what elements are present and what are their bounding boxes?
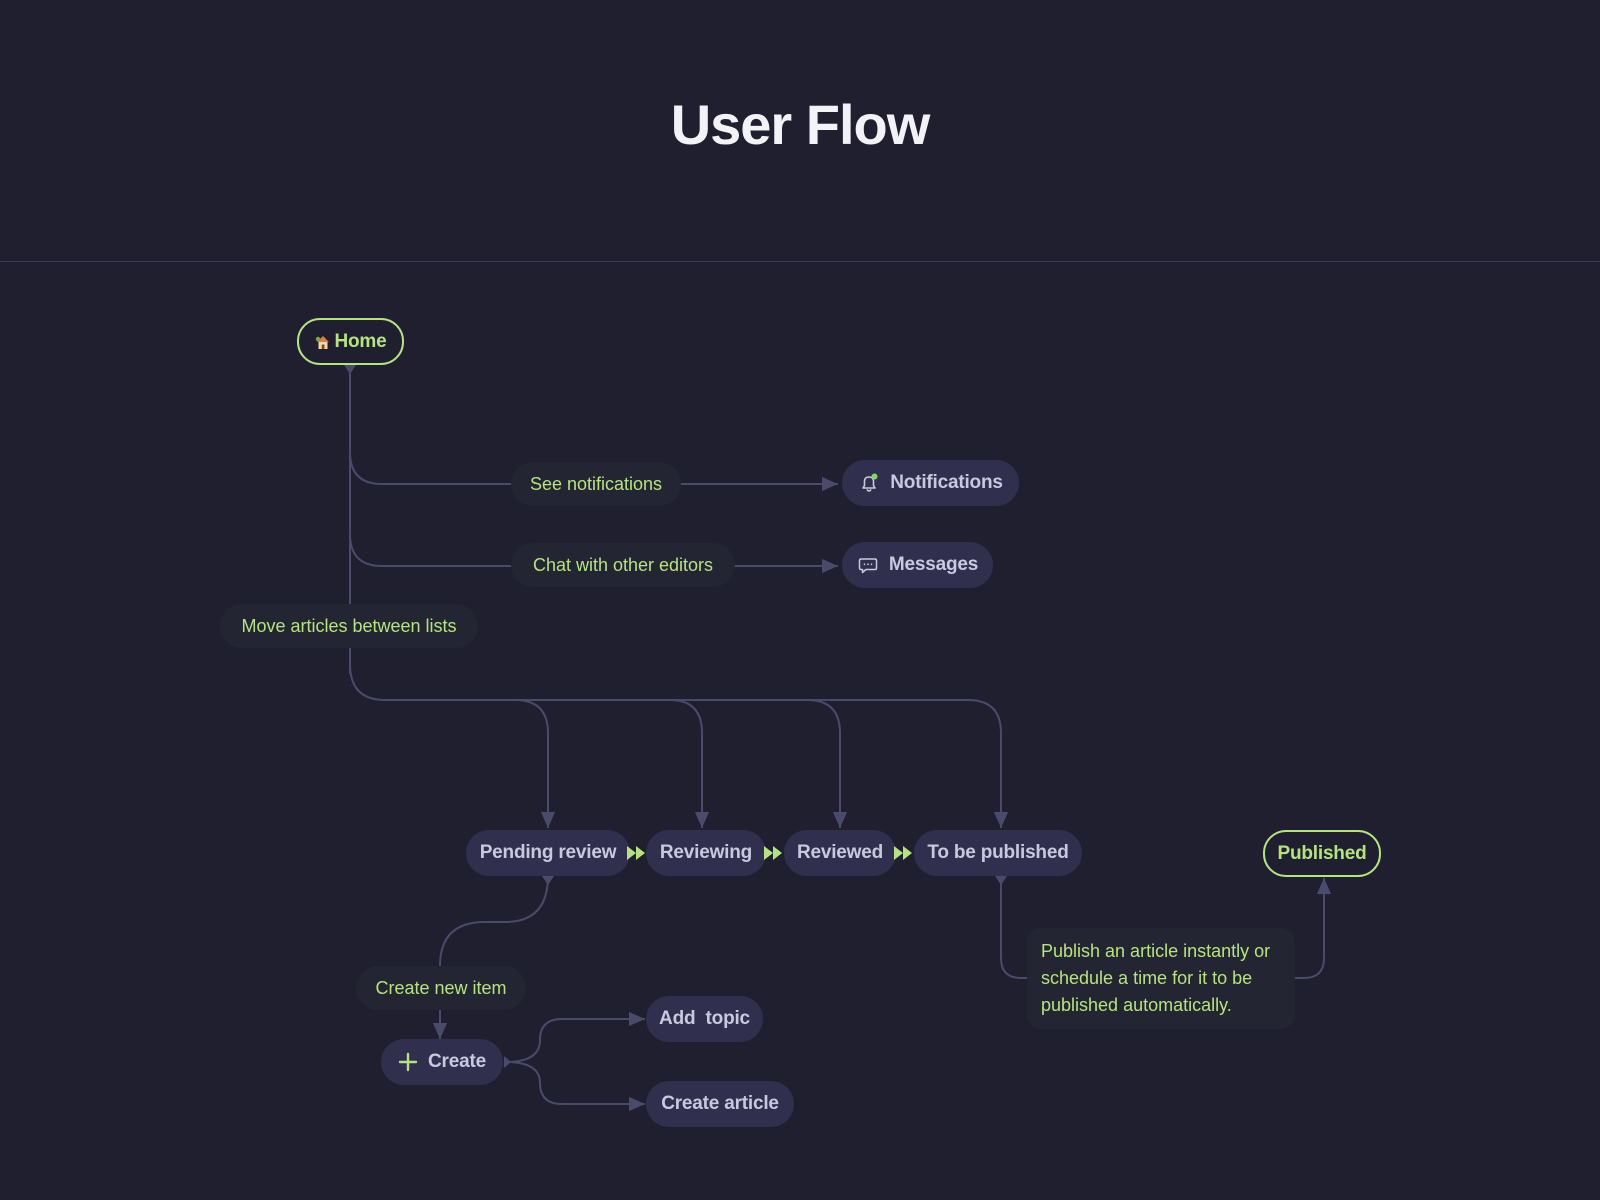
connector-to-notifications (349, 451, 838, 492)
page-title: User Flow (670, 93, 931, 156)
connector-create-to-create-article (505, 1061, 645, 1112)
connector-to-pending-review (349, 663, 556, 828)
fast-forward-icon (763, 844, 785, 867)
connector-to-to-be-published (807, 699, 1009, 828)
reviewing-node[interactable]: Reviewing (646, 830, 766, 876)
connector-to-messages (349, 533, 838, 574)
messages-node[interactable]: Messages (842, 542, 993, 588)
fast-forward-icon (893, 844, 915, 867)
chat-with-editors-label: Chat with other editors (511, 543, 735, 587)
create-label: Create (428, 1051, 486, 1072)
create-article-node[interactable]: Create article (646, 1081, 794, 1127)
move-articles-label: Move articles between lists (220, 604, 478, 648)
connector-pending-to-create (432, 875, 549, 1039)
connector-to-reviewing (515, 699, 710, 828)
notifications-node[interactable]: Notifications (842, 460, 1019, 506)
add-topic-node[interactable]: Add topic (646, 996, 763, 1042)
to-be-published-node[interactable]: To be published (914, 830, 1082, 876)
chat-icon (857, 554, 879, 576)
create-node[interactable]: Create (381, 1039, 503, 1085)
publish-info-label: Publish an article instantly or schedule… (1027, 928, 1295, 1029)
create-new-item-label: Create new item (356, 966, 526, 1010)
pending-review-node[interactable]: Pending review (466, 830, 630, 876)
home-label: Home (334, 330, 387, 352)
header-divider (0, 261, 1600, 262)
home-node[interactable]: Home (297, 318, 404, 365)
bell-icon (858, 472, 880, 494)
fast-forward-icon (626, 844, 648, 867)
plus-icon (398, 1052, 418, 1072)
reviewed-node[interactable]: Reviewed (784, 830, 896, 876)
published-node[interactable]: Published (1263, 830, 1381, 877)
connector-to-reviewed (670, 699, 848, 828)
messages-label: Messages (888, 554, 979, 575)
home-icon (315, 334, 331, 350)
notifications-label: Notifications (890, 472, 1003, 493)
connector-create-to-add-topic (505, 1011, 645, 1063)
see-notifications-label: See notifications (511, 462, 681, 506)
